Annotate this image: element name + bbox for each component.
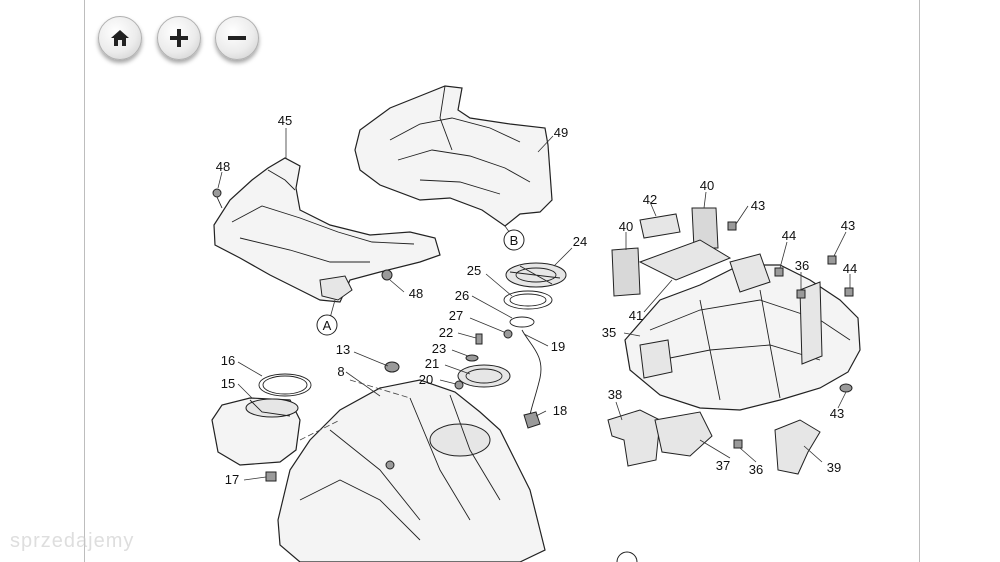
plus-icon bbox=[170, 29, 188, 47]
home-icon bbox=[111, 30, 129, 46]
part-41-bracket[interactable] bbox=[638, 239, 732, 281]
part-19-breather-hose[interactable] bbox=[521, 329, 542, 416]
callout-19[interactable]: 19 bbox=[551, 339, 565, 354]
part-36-bolt-bottom[interactable] bbox=[733, 439, 743, 449]
callout-44-right[interactable]: 44 bbox=[843, 261, 857, 276]
callout-25[interactable]: 25 bbox=[467, 263, 481, 278]
callout-43-bottom[interactable]: 43 bbox=[830, 406, 844, 421]
part-15-box[interactable] bbox=[211, 397, 301, 466]
part-18-clip[interactable] bbox=[523, 411, 541, 429]
callout-49[interactable]: 49 bbox=[554, 125, 568, 140]
part-23-washer[interactable] bbox=[465, 354, 479, 362]
part-44-grommet-left[interactable] bbox=[774, 267, 784, 277]
part-43-clip-bottom[interactable] bbox=[839, 383, 853, 393]
callout-circle-A: A bbox=[316, 314, 338, 336]
part-43-clip-top[interactable] bbox=[727, 221, 737, 231]
callout-13[interactable]: 13 bbox=[336, 342, 350, 357]
callout-18[interactable]: 18 bbox=[553, 403, 567, 418]
part-42-pad[interactable] bbox=[639, 213, 681, 239]
callout-22[interactable]: 22 bbox=[439, 325, 453, 340]
callout-38[interactable]: 38 bbox=[608, 387, 622, 402]
home-button[interactable] bbox=[98, 16, 142, 60]
part-8-tank-cover[interactable] bbox=[277, 379, 546, 562]
part-49-upper-cover[interactable] bbox=[354, 85, 553, 227]
svg-text:A: A bbox=[323, 318, 332, 333]
svg-text:B: B bbox=[510, 233, 519, 248]
callout-36-bottom[interactable]: 36 bbox=[749, 462, 763, 477]
exploded-parts-diagram: A B 45 48 48 49 24 25 26 27 19 22 23 21 … bbox=[211, 85, 861, 562]
callout-43-right[interactable]: 43 bbox=[841, 218, 855, 233]
callout-40-right[interactable]: 40 bbox=[700, 178, 714, 193]
callout-21[interactable]: 21 bbox=[425, 356, 439, 371]
part-25-gasket[interactable] bbox=[503, 290, 553, 310]
callout-27[interactable]: 27 bbox=[449, 308, 463, 323]
part-21-fuel-ring[interactable] bbox=[457, 364, 511, 388]
zoom-out-button[interactable] bbox=[215, 16, 259, 60]
callout-48-bottom[interactable]: 48 bbox=[409, 286, 423, 301]
part-48-grommet[interactable] bbox=[381, 269, 393, 281]
part-45-front-cowl[interactable] bbox=[213, 157, 441, 303]
callout-15[interactable]: 15 bbox=[221, 376, 235, 391]
callout-16[interactable]: 16 bbox=[221, 353, 235, 368]
part-38-pad[interactable] bbox=[607, 409, 661, 467]
callout-40-left[interactable]: 40 bbox=[619, 219, 633, 234]
watermark: sprzedajemy bbox=[10, 530, 135, 552]
part-13-grommet[interactable] bbox=[384, 361, 400, 373]
callout-41[interactable]: 41 bbox=[629, 308, 643, 323]
minus-icon bbox=[228, 36, 246, 40]
callout-44-left[interactable]: 44 bbox=[782, 228, 796, 243]
part-48-bolt[interactable] bbox=[212, 188, 223, 209]
callout-24[interactable]: 24 bbox=[573, 234, 587, 249]
callout-45[interactable]: 45 bbox=[278, 113, 292, 128]
part-16-gasket[interactable] bbox=[258, 373, 312, 397]
part-37-pad[interactable] bbox=[654, 411, 713, 457]
callout-17[interactable]: 17 bbox=[225, 472, 239, 487]
callout-8[interactable]: 8 bbox=[337, 364, 344, 379]
callout-39[interactable]: 39 bbox=[827, 460, 841, 475]
callout-23[interactable]: 23 bbox=[432, 341, 446, 356]
part-20-nut[interactable] bbox=[454, 380, 464, 390]
part-39-pad[interactable] bbox=[774, 419, 821, 475]
part-17-drain-plug[interactable] bbox=[265, 471, 277, 482]
callout-circle-partial bbox=[616, 551, 638, 562]
part-40-plate-left[interactable] bbox=[611, 247, 641, 297]
callout-37[interactable]: 37 bbox=[716, 458, 730, 473]
part-24-fuel-cap[interactable] bbox=[505, 262, 567, 288]
callout-43-top[interactable]: 43 bbox=[751, 198, 765, 213]
callout-20[interactable]: 20 bbox=[419, 372, 433, 387]
callout-36-top[interactable]: 36 bbox=[795, 258, 809, 273]
callout-48-top[interactable]: 48 bbox=[216, 159, 230, 174]
part-44-grommet-right[interactable] bbox=[844, 287, 854, 297]
part-27-screw[interactable] bbox=[503, 329, 513, 339]
part-26-ring[interactable] bbox=[509, 316, 535, 328]
part-22-bolt[interactable] bbox=[475, 333, 483, 345]
callout-35[interactable]: 35 bbox=[602, 325, 616, 340]
part-36-bolt-top[interactable] bbox=[796, 289, 806, 299]
zoom-in-button[interactable] bbox=[157, 16, 201, 60]
part-43-clip-right[interactable] bbox=[827, 255, 837, 265]
callout-42[interactable]: 42 bbox=[643, 192, 657, 207]
callout-circle-B: B bbox=[503, 229, 525, 251]
part-35-tray[interactable] bbox=[624, 253, 861, 411]
part-40-plate-right[interactable] bbox=[691, 207, 719, 249]
callout-26[interactable]: 26 bbox=[455, 288, 469, 303]
